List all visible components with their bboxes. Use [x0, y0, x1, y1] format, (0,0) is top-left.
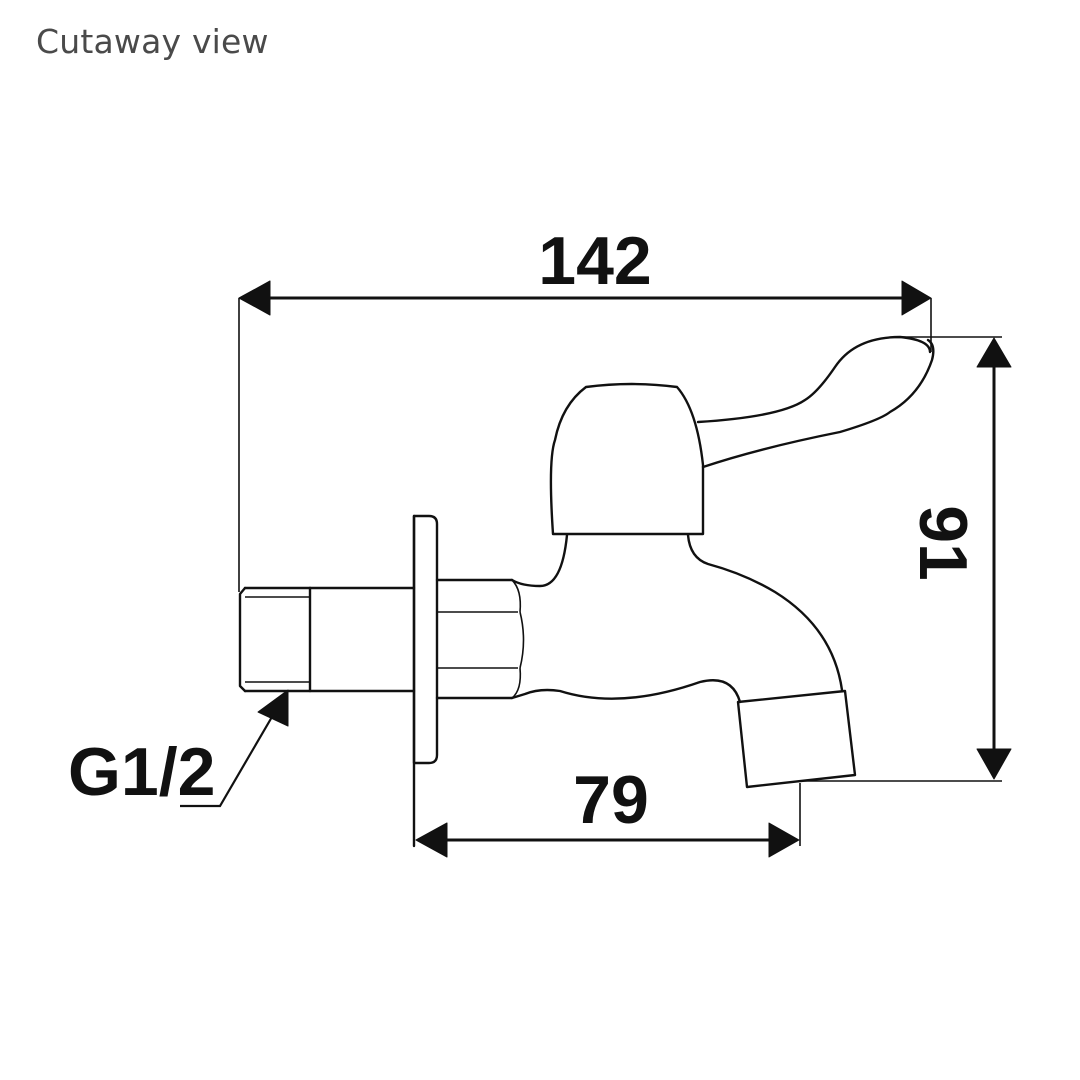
- arrow-down: [976, 748, 1012, 780]
- hex-nut: [435, 578, 525, 700]
- wall-flange: [412, 514, 439, 848]
- arrow-left: [238, 280, 271, 316]
- faucet-outline: [238, 335, 935, 848]
- page-title: Cutaway view: [36, 22, 269, 61]
- thread-callout: G1/2: [68, 689, 289, 810]
- inlet-body: [308, 586, 416, 693]
- dimension-label-height: 91: [905, 505, 981, 581]
- valve-bonnet: [549, 382, 705, 536]
- body-upper-edge: [510, 533, 569, 588]
- threaded-inlet: [238, 586, 312, 693]
- arrow-left: [415, 822, 448, 858]
- spout: [510, 533, 857, 789]
- dimension-label-outlet-depth: 79: [573, 762, 649, 838]
- dimension-total-length: 142: [238, 223, 932, 592]
- leader-arrow: [257, 689, 289, 727]
- dimension-outlet-depth: 79: [415, 762, 801, 858]
- dimension-height: 91: [800, 336, 1012, 782]
- thread-label: G1/2: [68, 734, 215, 810]
- arrow-up: [976, 337, 1012, 368]
- arrow-right: [768, 822, 800, 858]
- dimension-label-total-length: 142: [538, 223, 651, 299]
- arrow-right: [901, 280, 932, 316]
- lever-handle: [696, 335, 935, 469]
